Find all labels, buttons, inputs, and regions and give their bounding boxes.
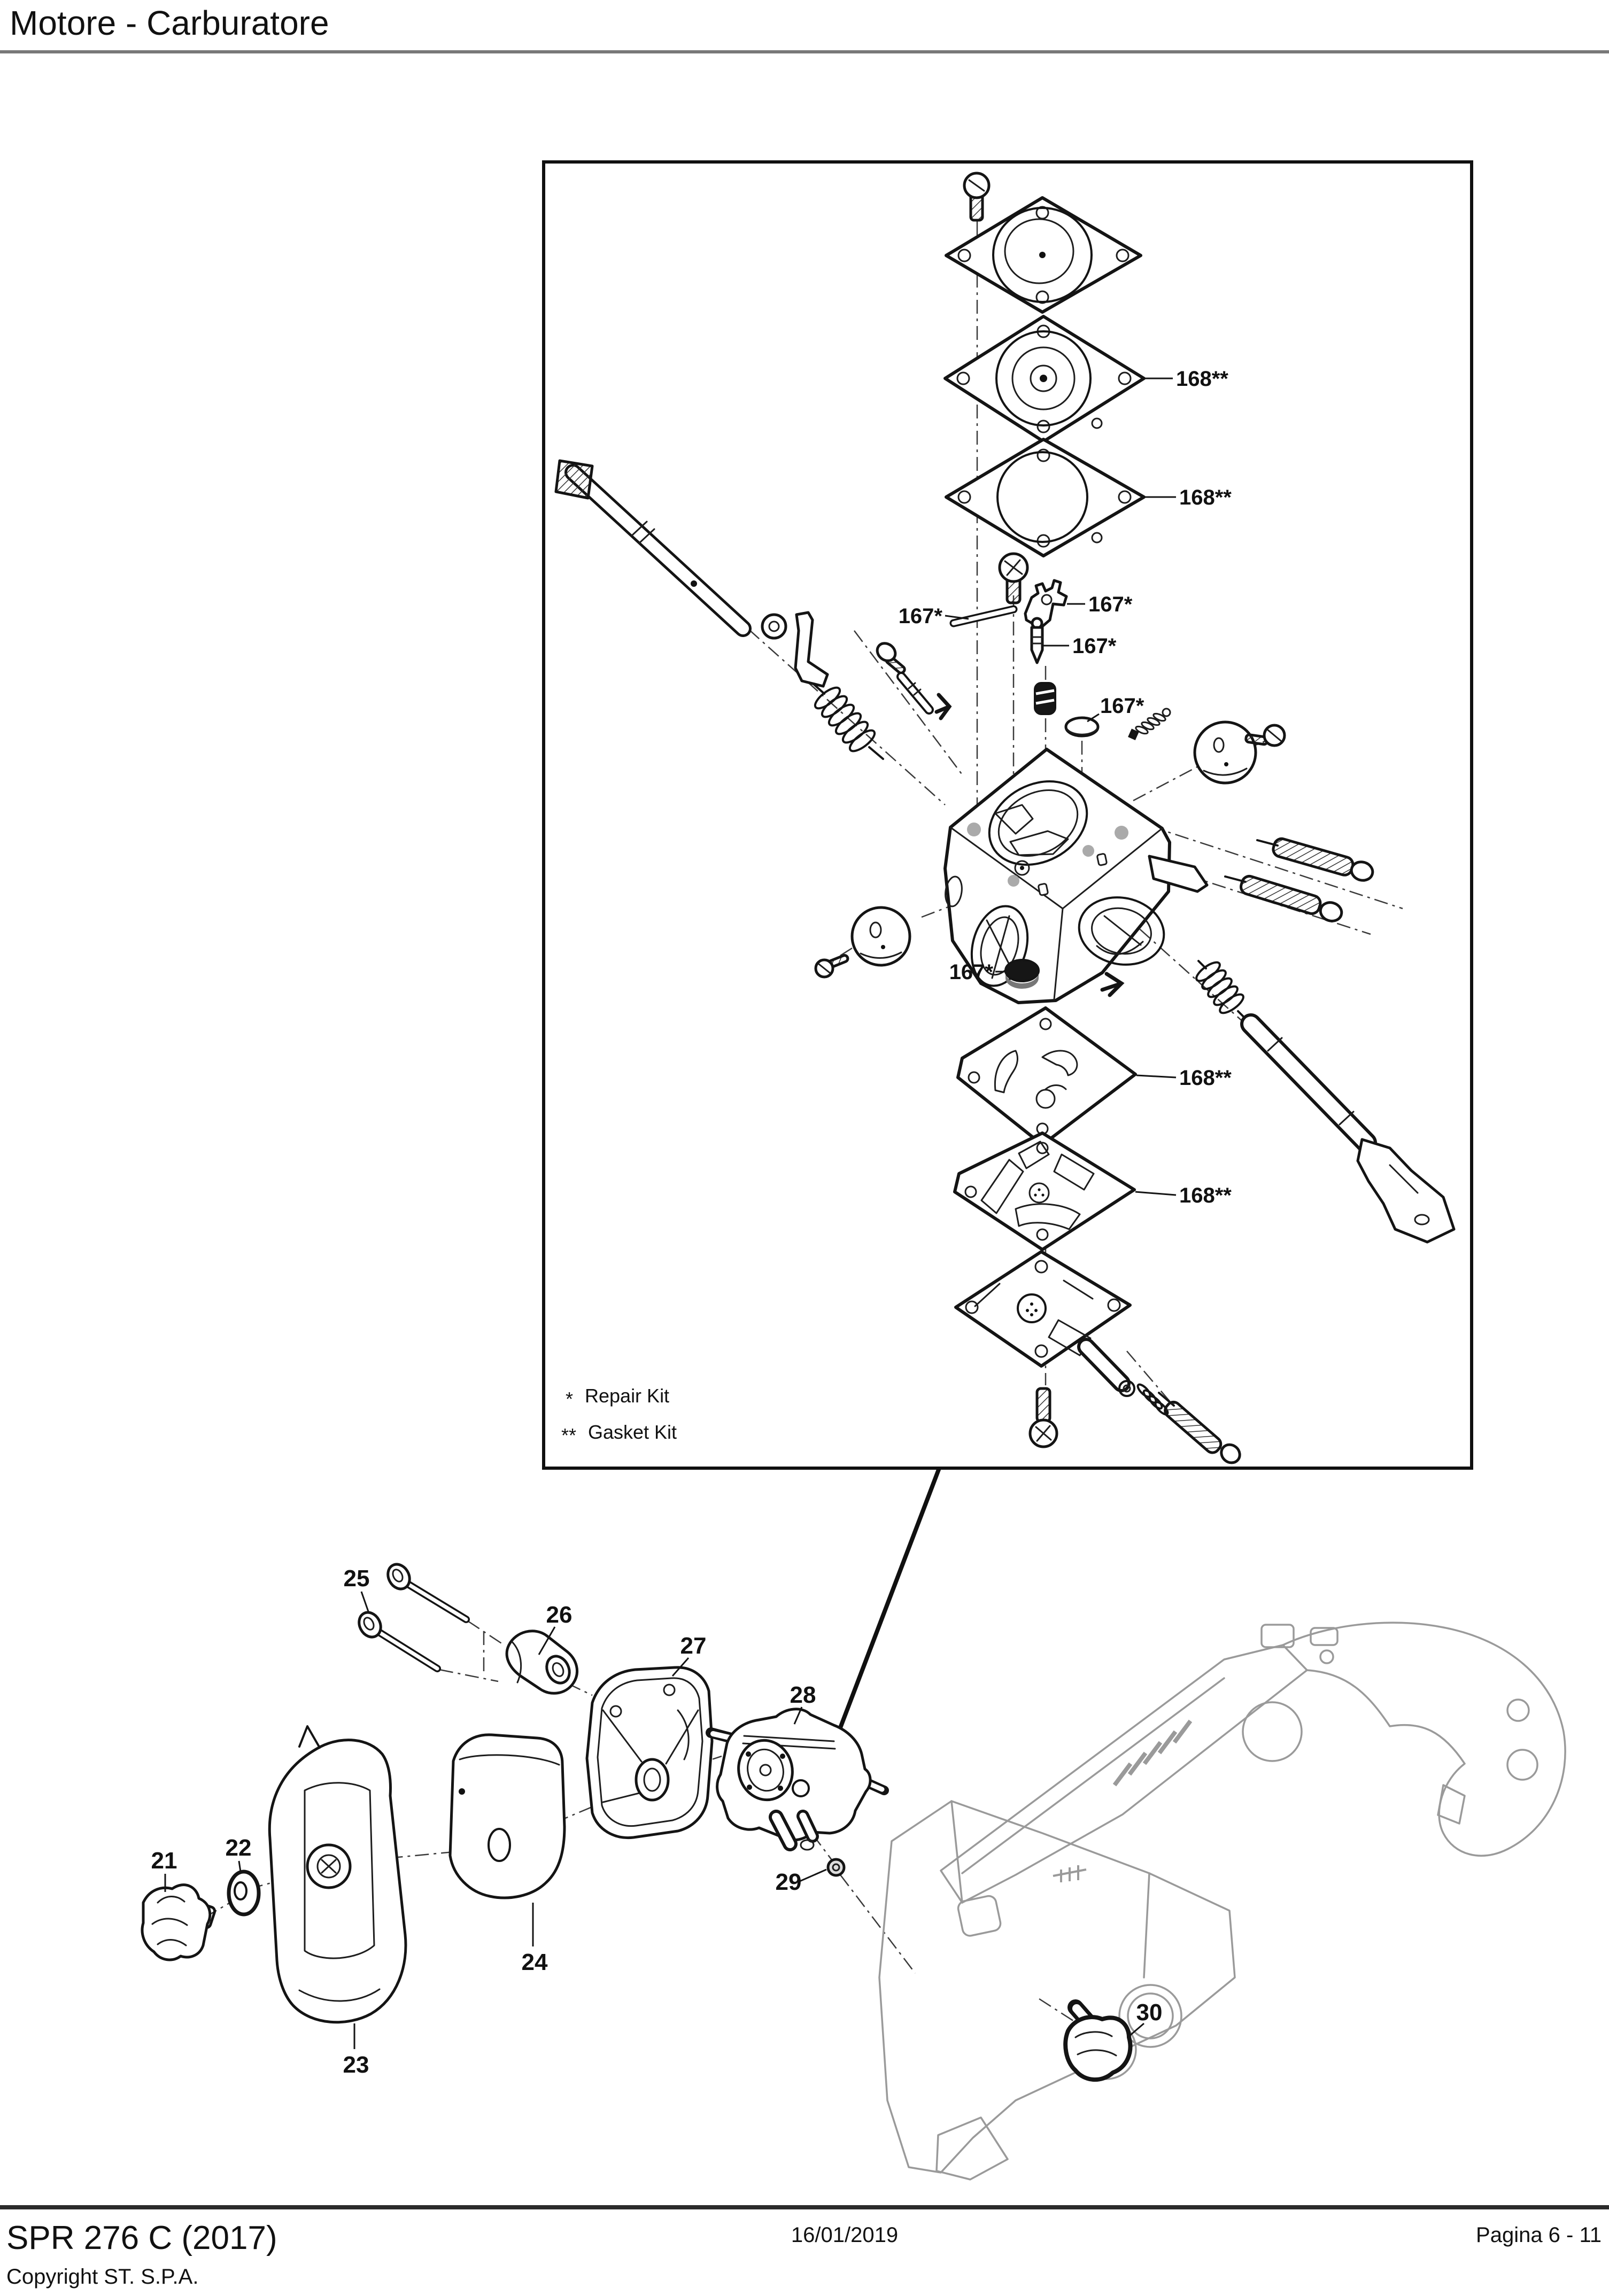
legend-gasket-label: Gasket Kit — [588, 1421, 677, 1443]
legend-repair-label: Repair Kit — [585, 1385, 669, 1407]
legend-repair-symbol: * — [566, 1388, 573, 1410]
pump-cover — [954, 1250, 1135, 1397]
callout-167-5: 167* — [949, 960, 994, 984]
callout-168-2: 168** — [1179, 486, 1232, 509]
part-number-23: 23 — [343, 2052, 369, 2078]
legend-gasket-symbol: ** — [561, 1424, 576, 1446]
metering-cover — [945, 196, 1142, 314]
knob-washer — [227, 1870, 261, 1917]
callout-167-4: 167* — [1100, 694, 1144, 718]
kit-legend: * Repair Kit ** Gasket Kit — [561, 1385, 677, 1446]
detail-pointer-line — [830, 1467, 941, 1750]
air-filter — [448, 1733, 566, 1899]
shaft-washer — [761, 613, 787, 640]
callout-168-1: 168** — [1176, 367, 1228, 391]
part-number-22: 22 — [226, 1835, 252, 1861]
footer-rule — [0, 2205, 1609, 2209]
part-number-29: 29 — [776, 1869, 802, 1895]
part-number-30: 30 — [1136, 1999, 1163, 2026]
throttle-shaft — [554, 459, 752, 637]
carburetor-body — [943, 748, 1209, 1004]
choke-plate-disc — [1193, 720, 1257, 785]
part-number-24: 24 — [522, 1949, 548, 1975]
throttle-return-spring — [813, 683, 884, 760]
part-number-27: 27 — [680, 1633, 707, 1659]
callout-167-2: 167* — [1088, 593, 1133, 616]
part-number-21: 21 — [151, 1848, 177, 1874]
pump-diaphragm — [956, 1006, 1137, 1146]
mounting-bolt-2 — [358, 1611, 441, 1672]
callout-168-4: 168** — [1179, 1184, 1232, 1207]
metering-gasket — [945, 438, 1146, 557]
retaining-clip — [934, 693, 952, 720]
callout-168-3: 168** — [1179, 1066, 1232, 1090]
part-number-26: 26 — [546, 1602, 573, 1628]
footer-copyright: Copyright ST. S.P.A. — [6, 2265, 199, 2289]
idle-speed-screw — [1158, 1392, 1241, 1464]
gasket-kit-callouts: 168** 168** 168** 168** — [1135, 367, 1232, 1207]
lever-pivot-pin — [949, 605, 1018, 627]
page-title: Motore - Carburatore — [10, 4, 329, 42]
repair-kit-callouts: 167* 167* 167* 167* 167* — [899, 593, 1144, 984]
choke-return-spring — [1195, 960, 1249, 1022]
callout-167-3: 167* — [1072, 634, 1117, 658]
carburetor-assembly — [706, 1708, 889, 1851]
idle-adjust-screw-small — [876, 642, 906, 674]
air-filter-cover — [268, 1725, 407, 2024]
mounting-bolt-1 — [386, 1563, 470, 1623]
choke-lever — [1356, 1138, 1456, 1244]
throttle-link — [896, 672, 934, 715]
throttle-plate-disc — [850, 906, 911, 967]
footer-page-number: Pagina 6 - 11 — [1476, 2223, 1602, 2247]
chainsaw-housing — [878, 1622, 1566, 2181]
footer-model: SPR 276 C (2017) — [6, 2220, 277, 2256]
air-filter-base — [585, 1666, 714, 1840]
metering-spring — [1034, 682, 1056, 715]
fuel-mixture-screw-high — [1256, 837, 1374, 882]
pump-cover-screw — [1028, 1387, 1058, 1448]
sealing-washer — [826, 1858, 846, 1877]
part-number-28: 28 — [790, 1682, 816, 1708]
cover-knob — [141, 1883, 216, 1961]
throttle-plate-screw — [814, 954, 849, 979]
intake-elbow — [505, 1630, 578, 1695]
throttle-crank — [794, 611, 829, 688]
part-number-labels: 21 22 23 24 25 26 27 28 29 30 — [151, 1565, 1163, 2078]
e-clip — [1100, 972, 1125, 997]
choke-rod — [1240, 1013, 1377, 1153]
inlet-needle-valve — [1030, 617, 1044, 664]
header-rule — [0, 50, 1609, 53]
footer-date: 16/01/2019 — [791, 2223, 899, 2247]
choke-knob — [1063, 1999, 1133, 2082]
part-number-25: 25 — [344, 1565, 370, 1592]
welch-plug-lower — [1004, 959, 1040, 989]
cover-screw-top — [963, 172, 991, 222]
metering-lever-screw — [998, 552, 1029, 604]
callout-167-1: 167* — [899, 604, 943, 628]
choke-plate-screw — [1244, 724, 1286, 747]
pump-gasket — [953, 1131, 1136, 1251]
fuel-mixture-screw-low — [1224, 874, 1343, 922]
check-valve-spring — [1128, 708, 1171, 740]
welch-plug-upper — [1064, 716, 1100, 738]
